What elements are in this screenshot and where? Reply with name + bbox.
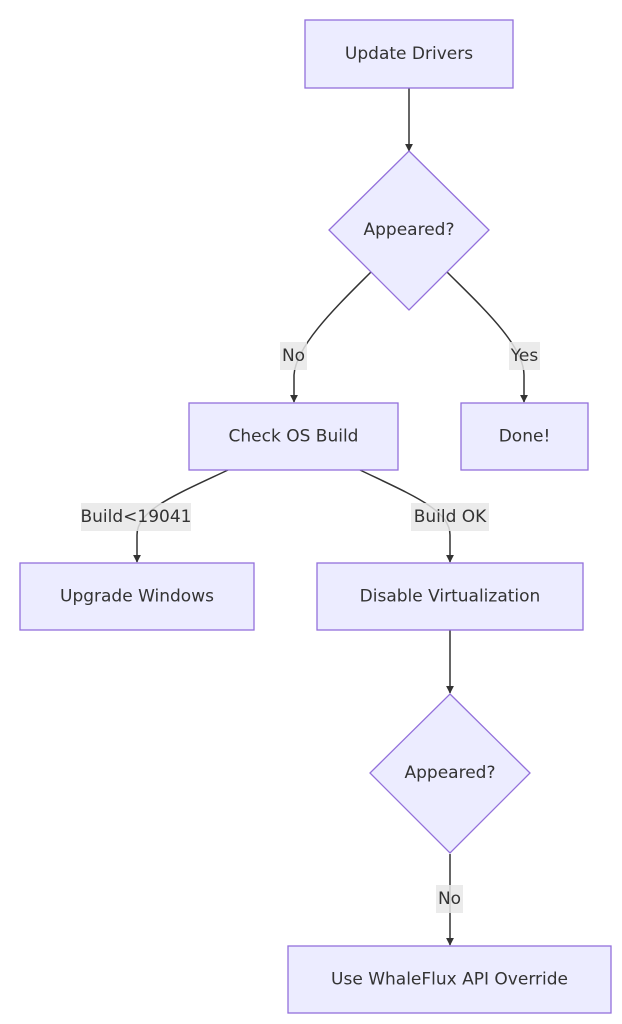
node-label: Use WhaleFlux API Override [331, 970, 568, 990]
node-label: Update Drivers [345, 44, 473, 64]
node-label: Appeared? [405, 763, 496, 783]
node-appeared-2-decision[interactable]: Appeared? [369, 693, 531, 854]
edge-label-build-less-19041: Build<19041 [81, 503, 192, 531]
edge-label-build-ok: Build OK [411, 503, 489, 531]
node-label: Check OS Build [229, 427, 359, 447]
node-upgrade-windows[interactable]: Upgrade Windows [19, 562, 255, 631]
edge-label-no-2: No [436, 885, 463, 913]
node-use-whaleflux-api-override[interactable]: Use WhaleFlux API Override [287, 945, 612, 1014]
node-label: Upgrade Windows [60, 587, 214, 607]
edge-label-no-1: No [280, 342, 307, 370]
edge-appeared-1-to-done [446, 271, 528, 403]
node-label: Disable Virtualization [360, 587, 541, 607]
edge-label-text: No [438, 889, 461, 909]
edge-label-text: No [282, 346, 305, 366]
edge-labels-layer: No Yes Build<19041 Build OK No [81, 342, 540, 913]
node-appeared-1-decision[interactable]: Appeared? [328, 150, 490, 311]
edge-label-yes: Yes [509, 342, 540, 370]
edge-label-text: Build<19041 [81, 507, 192, 527]
node-disable-virtualization[interactable]: Disable Virtualization [316, 562, 584, 631]
node-label: Done! [499, 427, 551, 447]
node-label: Appeared? [364, 220, 455, 240]
node-update-drivers[interactable]: Update Drivers [304, 19, 514, 89]
edge-label-text: Build OK [414, 507, 487, 527]
node-check-os-build[interactable]: Check OS Build [188, 402, 399, 471]
nodes-layer: Update Drivers Appeared? Check OS Build … [19, 19, 612, 1014]
edge-label-text: Yes [510, 346, 539, 366]
edge-appeared-1-to-check-os-build [290, 271, 372, 403]
node-done[interactable]: Done! [460, 402, 589, 471]
